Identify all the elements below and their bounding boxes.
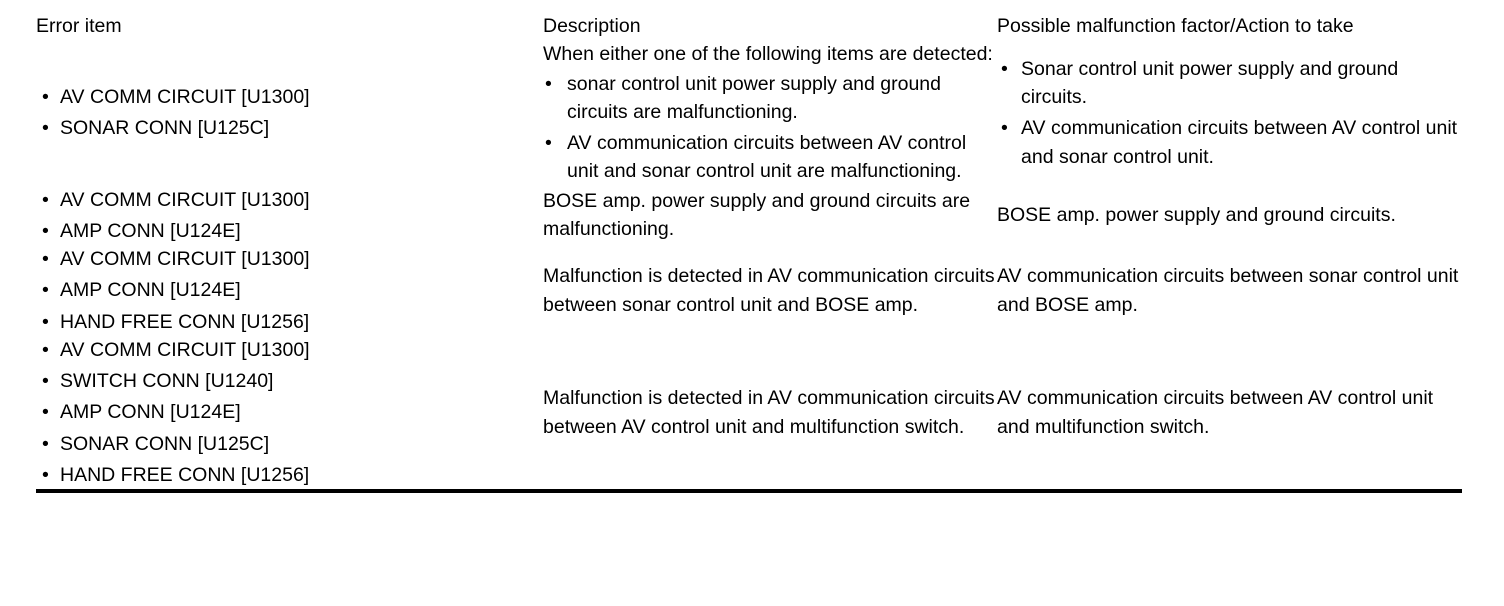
description-lead: When either one of the following items a… (543, 43, 993, 66)
action-text: AV communication circuits between sonar … (997, 265, 1459, 316)
cell-description: BOSE amp. power supply and ground circui… (543, 186, 997, 246)
table-body: •AV COMM CIRCUIT [U1300] •SONAR CONN [U1… (36, 40, 1462, 494)
list-item: •sonar control unit power supply and gro… (543, 70, 997, 127)
table-row: •AV COMM CIRCUIT [U1300] •AMP CONN [U124… (36, 245, 1462, 336)
bullet-icon: • (42, 432, 49, 455)
bullet-icon: • (42, 370, 49, 393)
list-item: •HAND FREE CONN [U1256] (36, 308, 543, 336)
action-bullet-list: •Sonar control unit power supply and gro… (997, 55, 1462, 171)
bullet-icon: • (42, 86, 49, 109)
list-item: •AMP CONN [U124E] (36, 217, 543, 245)
table-row: •AV COMM CIRCUIT [U1300] •SWITCH CONN [U… (36, 335, 1462, 494)
error-item-table: Error item Description Possible malfunct… (36, 12, 1462, 494)
bullet-icon: • (42, 338, 49, 361)
cell-error-item: •AV COMM CIRCUIT [U1300] •SWITCH CONN [U… (36, 335, 543, 494)
list-item: •AMP CONN [U124E] (36, 398, 543, 426)
error-item-list: •AV COMM CIRCUIT [U1300] •SWITCH CONN [U… (36, 336, 543, 489)
table-header: Error item Description Possible malfunct… (36, 12, 1462, 40)
list-item: •AV COMM CIRCUIT [U1300] (36, 245, 543, 273)
list-item: •HAND FREE CONN [U1256] (36, 461, 543, 489)
table-container: Error item Description Possible malfunct… (36, 12, 1462, 494)
list-item: •SONAR CONN [U125C] (36, 430, 543, 458)
header-cell-error-item: Error item (36, 15, 122, 37)
cell-possible-malfunction-factor: BOSE amp. power supply and ground circui… (997, 186, 1462, 246)
description-text: Malfunction is detected in AV communicat… (543, 387, 995, 438)
list-item: •AV COMM CIRCUIT [U1300] (36, 83, 543, 111)
bullet-icon: • (42, 188, 49, 211)
error-item-list: •AV COMM CIRCUIT [U1300] •AMP CONN [U124… (36, 186, 543, 246)
header-cell-possible-malfunction-factor: Possible malfunction factor/Action to ta… (997, 15, 1354, 37)
table-row: •AV COMM CIRCUIT [U1300] •SONAR CONN [U1… (36, 40, 1462, 185)
bullet-icon: • (1001, 57, 1008, 80)
list-item: •AMP CONN [U124E] (36, 276, 543, 304)
list-item: •AV communication circuits between AV co… (543, 129, 997, 186)
cell-possible-malfunction-factor: AV communication circuits between AV con… (997, 335, 1462, 494)
cell-possible-malfunction-factor: •Sonar control unit power supply and gro… (997, 40, 1462, 185)
header-row: Error item Description Possible malfunct… (36, 12, 1462, 40)
error-item-list: •AV COMM CIRCUIT [U1300] •AMP CONN [U124… (36, 245, 543, 336)
list-item: •Sonar control unit power supply and gro… (997, 55, 1462, 112)
description-text: BOSE amp. power supply and ground circui… (543, 190, 971, 241)
action-text: BOSE amp. power supply and ground circui… (997, 204, 1396, 227)
cell-error-item: •AV COMM CIRCUIT [U1300] •AMP CONN [U124… (36, 186, 543, 246)
error-item-list: •AV COMM CIRCUIT [U1300] •SONAR CONN [U1… (36, 83, 543, 143)
bullet-icon: • (42, 401, 49, 424)
cell-description: Malfunction is detected in AV communicat… (543, 245, 997, 336)
cell-error-item: •AV COMM CIRCUIT [U1300] •SONAR CONN [U1… (36, 40, 543, 185)
list-item: •AV COMM CIRCUIT [U1300] (36, 336, 543, 364)
list-item: •AV COMM CIRCUIT [U1300] (36, 186, 543, 214)
table-row: •AV COMM CIRCUIT [U1300] •AMP CONN [U124… (36, 186, 1462, 246)
list-item: •SWITCH CONN [U1240] (36, 367, 543, 395)
action-text: AV communication circuits between AV con… (997, 387, 1434, 438)
cell-error-item: •AV COMM CIRCUIT [U1300] •AMP CONN [U124… (36, 245, 543, 336)
bullet-icon: • (1001, 117, 1008, 140)
bullet-icon: • (42, 463, 49, 486)
cell-description: Malfunction is detected in AV communicat… (543, 335, 997, 494)
bullet-icon: • (42, 279, 49, 302)
description-text: Malfunction is detected in AV communicat… (543, 265, 995, 316)
bullet-icon: • (545, 72, 552, 95)
list-item: •SONAR CONN [U125C] (36, 114, 543, 142)
list-item: •AV communication circuits between AV co… (997, 114, 1462, 171)
description-bullet-list: •sonar control unit power supply and gro… (543, 70, 997, 186)
bullet-icon: • (42, 310, 49, 333)
cell-possible-malfunction-factor: AV communication circuits between sonar … (997, 245, 1462, 336)
cell-description: When either one of the following items a… (543, 40, 997, 185)
bullet-icon: • (42, 248, 49, 271)
header-cell-description: Description (543, 15, 641, 37)
bullet-icon: • (42, 117, 49, 140)
bullet-icon: • (545, 132, 552, 155)
bullet-icon: • (42, 219, 49, 242)
